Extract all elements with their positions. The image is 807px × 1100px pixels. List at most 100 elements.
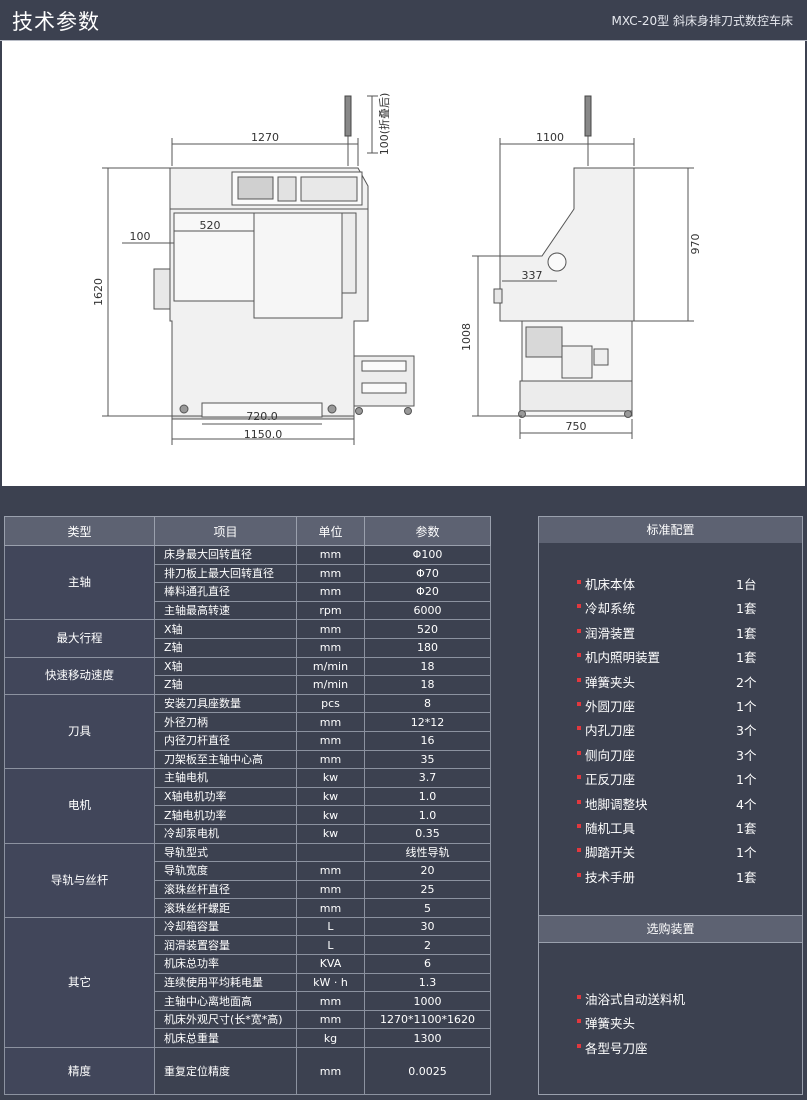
value-cell: 2 xyxy=(364,935,491,956)
value-cell: 5 xyxy=(364,898,491,918)
value-cell: 1000 xyxy=(364,991,491,1011)
config-item-qty: 1套 xyxy=(736,625,757,641)
bullet-icon xyxy=(577,628,581,633)
item-cell: 主轴电机 xyxy=(154,768,297,788)
optional-item-name: 弹簧夹头 xyxy=(585,1016,636,1032)
value-cell: Φ70 xyxy=(364,563,491,584)
config-item-qty: 1套 xyxy=(736,820,757,836)
config-item-qty: 3个 xyxy=(736,723,757,739)
unit-cell: mm xyxy=(296,879,365,900)
item-cell: 导轨宽度 xyxy=(154,861,297,881)
value-cell: 3.7 xyxy=(364,768,491,788)
unit-cell: mm xyxy=(296,991,365,1011)
unit-cell: mm xyxy=(296,563,365,584)
value-cell: 20 xyxy=(364,861,491,881)
item-cell: 棒料通孔直径 xyxy=(154,582,297,602)
unit-cell: mm xyxy=(296,582,365,602)
bullet-icon xyxy=(577,995,581,999)
unit-cell: mm xyxy=(296,730,365,751)
unit-cell: kw xyxy=(296,786,365,807)
item-cell: 排刀板上最大回转直径 xyxy=(154,563,297,584)
unit-cell: mm xyxy=(296,749,365,770)
unit-cell: kw xyxy=(296,805,365,825)
spec-header-row: 类型 项目 单位 参数 xyxy=(4,516,491,546)
config-item-name: 弹簧夹头 xyxy=(585,674,636,690)
item-cell: Z轴电机功率 xyxy=(154,805,297,825)
unit-cell: m/min xyxy=(296,675,365,695)
value-cell: 30 xyxy=(364,916,491,937)
bullet-icon xyxy=(577,580,581,584)
signal-tower-side xyxy=(584,95,592,137)
config-item-name: 技术手册 xyxy=(585,869,636,885)
standard-config-title: 标准配置 xyxy=(539,517,802,543)
dim-folded: 100(折叠后) xyxy=(377,93,391,156)
item-cell: 主轴最高转速 xyxy=(154,600,297,621)
dim-front-100: 100 xyxy=(130,230,151,243)
bullet-icon xyxy=(577,823,581,828)
optional-item-name: 油浴式自动送料机 xyxy=(585,992,686,1007)
unit-cell: mm xyxy=(296,619,365,639)
model-name: MXC-20型 斜床身排刀式数控车床 xyxy=(611,14,794,28)
dim-front-520: 520 xyxy=(200,219,221,232)
value-cell: 8 xyxy=(364,693,491,714)
config-item-qty: 1个 xyxy=(736,845,757,861)
dim-front-height: 1620 xyxy=(92,278,105,306)
unit-cell xyxy=(296,842,365,863)
dim-side-width: 1100 xyxy=(536,131,564,144)
unit-cell: mm xyxy=(296,712,365,732)
value-cell: 1.0 xyxy=(364,805,491,825)
category-cell: 电机 xyxy=(4,768,155,844)
value-cell: 1.3 xyxy=(364,972,491,993)
config-item-qty: 1台 xyxy=(736,577,757,592)
table-row: 导轨与丝杆导轨型式线性导轨 xyxy=(4,842,491,918)
value-cell: 6 xyxy=(364,954,491,974)
value-cell: 35 xyxy=(364,749,491,770)
optional-config-title: 选购装置 xyxy=(539,915,802,943)
unit-cell: mm xyxy=(296,861,365,881)
item-cell: Z轴 xyxy=(154,675,297,695)
config-item-name: 随机工具 xyxy=(585,820,636,836)
unit-cell: m/min xyxy=(296,656,365,677)
item-cell: 床身最大回转直径 xyxy=(154,545,297,565)
value-cell: 16 xyxy=(364,730,491,751)
category-cell: 其它 xyxy=(4,916,155,1049)
config-item-name: 侧向刀座 xyxy=(585,747,636,763)
config-item-name: 正反刀座 xyxy=(585,772,636,788)
config-item-name: 机床本体 xyxy=(585,577,636,592)
unit-cell: kw xyxy=(296,823,365,844)
unit-cell: kw xyxy=(296,768,365,788)
col-header-value: 参数 xyxy=(364,516,491,546)
item-cell: X轴 xyxy=(154,619,297,639)
config-item-qty: 3个 xyxy=(736,747,757,763)
bullet-icon xyxy=(577,604,581,609)
dim-side-750: 750 xyxy=(566,420,587,433)
value-cell: 18 xyxy=(364,675,491,695)
bullet-icon xyxy=(577,848,581,853)
config-item-qty: 1套 xyxy=(736,601,757,617)
item-cell: 机床总功率 xyxy=(154,954,297,974)
item-cell: 刀架板至主轴中心高 xyxy=(154,749,297,770)
